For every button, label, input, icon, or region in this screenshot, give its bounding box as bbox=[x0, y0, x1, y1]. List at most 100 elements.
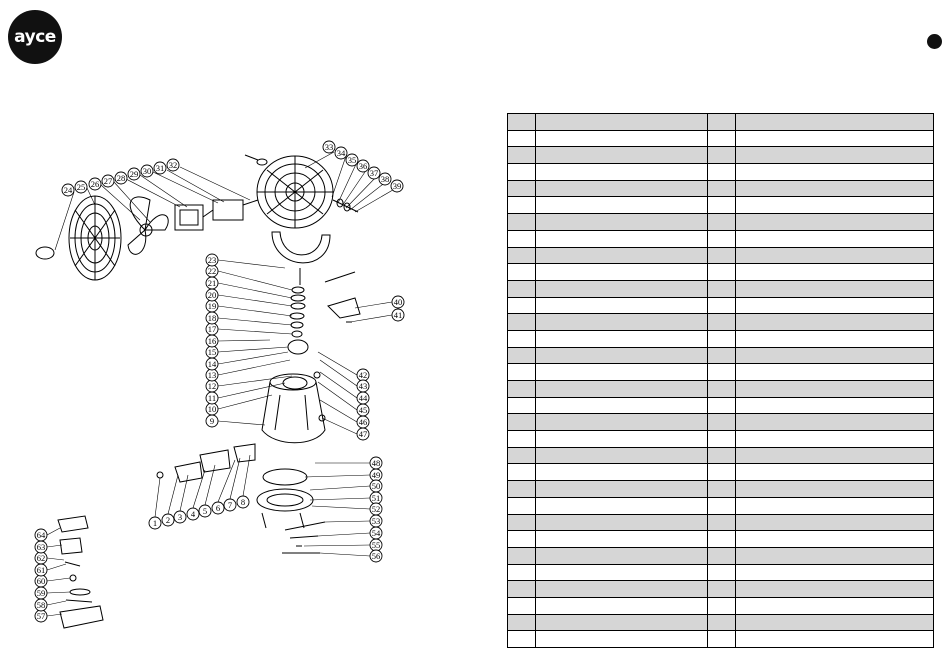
table-cell bbox=[735, 496, 934, 515]
svg-text:33: 33 bbox=[325, 142, 334, 152]
callout-35: 35 bbox=[345, 153, 359, 167]
svg-text:26: 26 bbox=[91, 179, 100, 189]
svg-text:5: 5 bbox=[203, 506, 207, 516]
svg-text:1: 1 bbox=[153, 518, 157, 528]
table-cell bbox=[507, 496, 536, 515]
callout-61: 61 bbox=[34, 563, 48, 577]
callout-51: 51 bbox=[369, 491, 383, 505]
table-row bbox=[507, 580, 934, 598]
svg-text:21: 21 bbox=[208, 278, 217, 288]
table-cell bbox=[535, 580, 708, 598]
table-cell bbox=[735, 563, 934, 582]
table-cell bbox=[735, 514, 934, 531]
table-cell bbox=[507, 363, 536, 381]
callout-10: 10 bbox=[205, 402, 219, 416]
table-cell bbox=[707, 113, 736, 131]
table-cell bbox=[507, 180, 536, 197]
control-panel-drawing bbox=[156, 443, 256, 483]
callout-59: 59 bbox=[34, 586, 48, 600]
callout-6: 6 bbox=[211, 501, 225, 515]
svg-text:30: 30 bbox=[143, 166, 152, 176]
callout-25: 25 bbox=[74, 180, 88, 194]
table-cell bbox=[507, 430, 536, 448]
table-cell bbox=[735, 463, 934, 482]
callout-11: 11 bbox=[205, 391, 219, 405]
svg-text:8: 8 bbox=[241, 497, 245, 507]
table-cell bbox=[535, 614, 708, 631]
table-cell bbox=[535, 480, 708, 498]
table-cell bbox=[535, 329, 708, 348]
table-cell bbox=[735, 380, 934, 398]
table-cell bbox=[535, 514, 708, 531]
callout-56: 56 bbox=[369, 549, 383, 563]
table-cell bbox=[535, 630, 708, 648]
svg-text:22: 22 bbox=[208, 266, 217, 276]
table-cell bbox=[535, 113, 708, 131]
callout-18: 18 bbox=[205, 311, 219, 325]
svg-text:40: 40 bbox=[394, 297, 403, 307]
column-body-drawing bbox=[261, 371, 326, 444]
table-cell bbox=[735, 347, 934, 364]
table-cell bbox=[535, 463, 708, 482]
table-cell bbox=[707, 530, 736, 548]
table-cell bbox=[707, 596, 736, 615]
page-marker-dot bbox=[927, 34, 942, 49]
callout-58: 58 bbox=[34, 598, 48, 612]
svg-text:11: 11 bbox=[208, 393, 216, 403]
callout-44: 44 bbox=[356, 391, 370, 405]
callout-22: 22 bbox=[205, 264, 219, 278]
svg-text:55: 55 bbox=[372, 540, 381, 550]
table-cell bbox=[707, 163, 736, 181]
callout-53: 53 bbox=[369, 514, 383, 528]
table-cell bbox=[735, 280, 934, 298]
svg-text:31: 31 bbox=[156, 163, 165, 173]
table-row bbox=[507, 630, 934, 648]
remote-drawing bbox=[57, 515, 104, 629]
table-cell bbox=[535, 213, 708, 231]
table-cell bbox=[507, 296, 536, 315]
svg-text:27: 27 bbox=[104, 176, 113, 186]
table-row bbox=[507, 329, 934, 348]
table-row bbox=[507, 347, 934, 364]
table-cell bbox=[707, 329, 736, 348]
fan-blade-drawing bbox=[127, 196, 169, 255]
table-cell bbox=[507, 163, 536, 181]
table-cell bbox=[535, 380, 708, 398]
svg-text:42: 42 bbox=[359, 370, 368, 380]
callout-13: 13 bbox=[205, 368, 219, 382]
svg-text:63: 63 bbox=[37, 542, 46, 552]
table-cell bbox=[735, 580, 934, 598]
table-cell bbox=[735, 196, 934, 215]
callout-31: 31 bbox=[153, 161, 167, 175]
svg-text:44: 44 bbox=[359, 393, 368, 403]
callout-numbers: 1 2 3 4 5 6 7 8 9 10 11 12 13 14 15 16 1… bbox=[34, 140, 405, 623]
table-cell bbox=[507, 614, 536, 631]
svg-text:9: 9 bbox=[210, 416, 214, 426]
ayce-logo: ayce bbox=[8, 10, 62, 64]
svg-text:47: 47 bbox=[359, 429, 368, 439]
table-cell bbox=[707, 313, 736, 331]
callout-2: 2 bbox=[161, 513, 175, 527]
table-cell bbox=[707, 447, 736, 464]
table-cell bbox=[535, 447, 708, 464]
table-cell bbox=[707, 614, 736, 631]
table-cell bbox=[735, 447, 934, 464]
svg-text:64: 64 bbox=[37, 530, 46, 540]
table-cell bbox=[735, 480, 934, 498]
table-cell bbox=[507, 329, 536, 348]
callout-4: 4 bbox=[186, 507, 200, 521]
table-row bbox=[507, 496, 934, 515]
table-cell bbox=[707, 630, 736, 648]
callout-37: 37 bbox=[367, 166, 381, 180]
table-row bbox=[507, 396, 934, 415]
callout-23: 23 bbox=[205, 253, 219, 267]
table-cell bbox=[507, 263, 536, 281]
callout-60: 60 bbox=[34, 574, 48, 588]
table-row bbox=[507, 563, 934, 582]
table-cell bbox=[535, 263, 708, 281]
svg-text:58: 58 bbox=[37, 600, 46, 610]
svg-text:38: 38 bbox=[381, 174, 390, 184]
callout-45: 45 bbox=[356, 403, 370, 417]
table-row bbox=[507, 163, 934, 181]
